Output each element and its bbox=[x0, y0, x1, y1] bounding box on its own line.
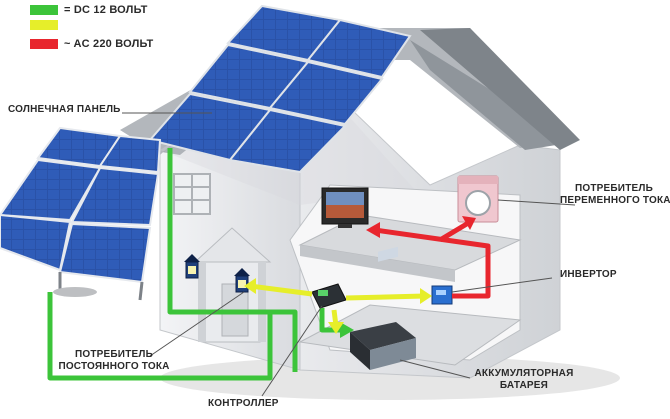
legend-label-ac: ~ AC 220 ВОЛЬТ bbox=[64, 38, 154, 50]
ground-shadow bbox=[160, 356, 620, 400]
label-ac-consumer: ПОТРЕБИТЕЛЬ ПЕРЕМЕННОГО ТОКА bbox=[560, 183, 670, 207]
callout-line-inverter bbox=[451, 277, 553, 293]
label-battery-line2: БАТАРЕЯ bbox=[499, 380, 549, 391]
label-ac-consumer-line1: ПОТРЕБИТЕЛЬ bbox=[575, 183, 653, 194]
callout-line-ac-consumer bbox=[497, 199, 576, 206]
label-dc-consumer-line2: ПОСТОЯННОГО ТОКА bbox=[58, 361, 170, 372]
ground-solar-array bbox=[0, 126, 162, 301]
arrow-yellow bbox=[244, 278, 256, 294]
label-controller: КОНТРОЛЛЕР bbox=[208, 398, 279, 409]
dc-wire-green bbox=[319, 308, 348, 333]
callout-line-controller bbox=[261, 305, 323, 397]
label-dc-consumer: ПОТРЕБИТЕЛЬ ПОСТОЯННОГО ТОКА bbox=[58, 349, 170, 373]
arrow-yellow bbox=[420, 288, 432, 304]
lamp-icon bbox=[184, 254, 200, 279]
dc-wire-green bbox=[270, 309, 298, 372]
washing-machine-icon bbox=[457, 175, 499, 223]
label-battery: АККУМУЛЯТОРНАЯ БАТАРЕЯ bbox=[470, 368, 578, 392]
legend-swatch-ac-red bbox=[30, 39, 58, 49]
legend-swatch-dc-yellow bbox=[30, 20, 58, 30]
window bbox=[173, 173, 211, 215]
roof-gable-edge bbox=[420, 28, 580, 150]
ac-wire-red bbox=[438, 219, 472, 243]
label-battery-line1: АККУМУЛЯТОРНАЯ bbox=[474, 368, 574, 379]
ac-wire-red bbox=[374, 227, 491, 299]
label-solar-panel: СОЛНЕЧНАЯ ПАНЕЛЬ bbox=[8, 104, 121, 115]
arrow-green bbox=[340, 322, 354, 338]
label-dc-consumer-line1: ПОТРЕБИТЕЛЬ bbox=[75, 349, 153, 360]
roof-solar-panels bbox=[148, 4, 412, 174]
label-inverter: ИНВЕРТОР bbox=[560, 269, 617, 280]
callout-line-battery bbox=[399, 359, 471, 379]
legend-label-dc: = DC 12 ВОЛЬТ bbox=[64, 4, 148, 16]
label-ac-consumer-line2: ПЕРЕМЕННОГО ТОКА bbox=[560, 195, 670, 206]
controller-icon bbox=[311, 283, 347, 309]
legend-swatch-dc-green bbox=[30, 5, 58, 15]
tv-icon bbox=[321, 187, 369, 228]
dc-wire-green bbox=[47, 148, 273, 381]
dc-wire-yellow bbox=[345, 293, 426, 301]
battery-icon bbox=[350, 246, 416, 370]
porch bbox=[193, 227, 272, 343]
callout-line-dc-consumer bbox=[149, 291, 245, 357]
arrow-red bbox=[366, 222, 380, 238]
inverter-icon bbox=[431, 285, 453, 305]
arrow-red bbox=[462, 216, 476, 230]
dc-wire-yellow bbox=[249, 283, 313, 297]
arrow-yellow bbox=[328, 322, 344, 334]
